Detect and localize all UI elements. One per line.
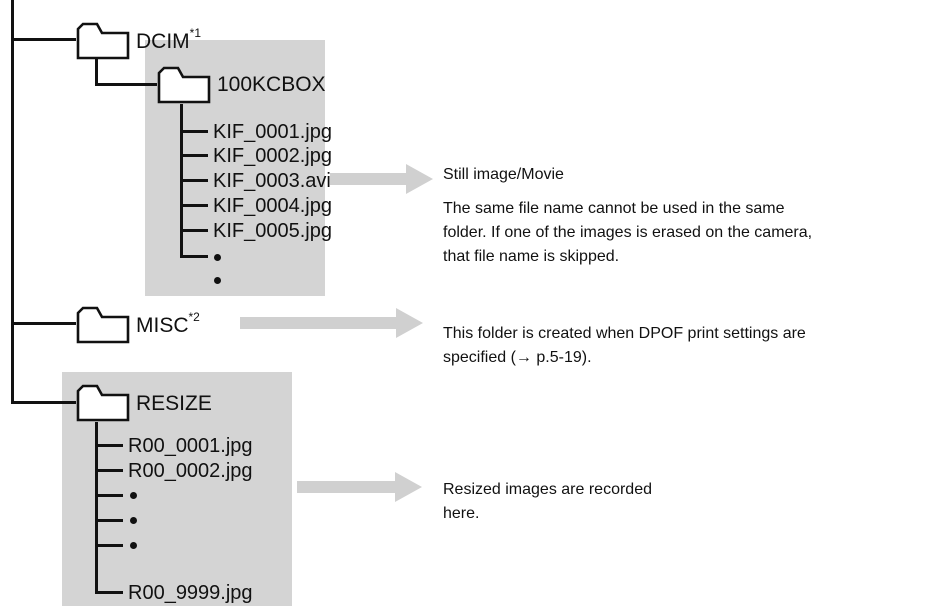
misc-note: This folder is created when DPOF print s… <box>443 322 806 370</box>
kcbox-file-tick <box>180 130 208 133</box>
kcbox-file-tick <box>180 154 208 157</box>
misc-branch <box>11 322 76 325</box>
folder-icon <box>76 306 130 344</box>
resize-note: Resized images are recorded here. <box>443 478 652 526</box>
kcbox-file-tick <box>180 255 208 258</box>
resize-file-tick <box>95 444 123 447</box>
resize-branch <box>11 401 76 404</box>
dcim-note-ref: *1 <box>189 26 202 40</box>
file-name: KIF_0004.jpg <box>213 195 332 217</box>
dcim-folder-name: DCIM <box>136 30 190 53</box>
kcbox-file-tick <box>180 204 208 207</box>
resize-file-tick <box>95 544 123 547</box>
ellipsis-dot <box>130 542 137 549</box>
ellipsis-dot <box>130 517 137 524</box>
arrow-right-icon <box>240 308 423 338</box>
resize-file-tick <box>95 591 123 594</box>
note-title: Still image/Movie <box>443 166 564 183</box>
kcbox-file-tick <box>180 229 208 232</box>
resize-file-trunk <box>95 422 98 594</box>
file-name: KIF_0003.avi <box>213 170 331 192</box>
note-line: folder. If one of the images is erased o… <box>443 224 813 241</box>
folder-icon <box>157 66 211 104</box>
dcim-branch <box>11 38 76 41</box>
file-name: R00_0001.jpg <box>128 435 253 457</box>
kcbox-folder-label: 100KCBOX <box>217 73 326 96</box>
folder-icon <box>76 384 130 422</box>
kcbox-file-tick <box>180 179 208 182</box>
resize-file-tick <box>95 519 123 522</box>
arrow-right-icon <box>297 472 422 502</box>
arrow-right-icon <box>330 164 433 194</box>
ellipsis-dot <box>214 277 221 284</box>
file-name: KIF_0005.jpg <box>213 220 332 242</box>
misc-folder-name: MISC <box>136 314 189 337</box>
file-name: KIF_0001.jpg <box>213 121 332 143</box>
file-name: R00_0002.jpg <box>128 460 253 482</box>
dcim-subtrunk <box>95 58 98 86</box>
ellipsis-dot <box>214 254 221 261</box>
kcbox-branch <box>95 83 157 86</box>
note-line: This folder is created when DPOF print s… <box>443 325 806 342</box>
file-name: KIF_0002.jpg <box>213 145 332 167</box>
resize-file-tick <box>95 494 123 497</box>
still-image-note: Still image/Movie The same file name can… <box>443 163 812 269</box>
resize-file-tick <box>95 469 123 472</box>
note-line: The same file name cannot be used in the… <box>443 200 785 217</box>
dcim-folder-label: DCIM*1 <box>136 27 201 53</box>
resize-folder-label: RESIZE <box>136 392 212 415</box>
note-line: that file name is skipped. <box>443 248 620 265</box>
note-line: specified (→ p.5-19). <box>443 349 592 366</box>
ellipsis-dot <box>130 492 137 499</box>
root-trunk-line <box>11 0 14 404</box>
folder-icon <box>76 22 130 60</box>
misc-folder-label: MISC*2 <box>136 311 200 337</box>
note-line: Resized images are recorded <box>443 481 652 498</box>
misc-note-ref: *2 <box>188 310 200 324</box>
note-line: here. <box>443 505 480 522</box>
file-name: R00_9999.jpg <box>128 582 253 604</box>
